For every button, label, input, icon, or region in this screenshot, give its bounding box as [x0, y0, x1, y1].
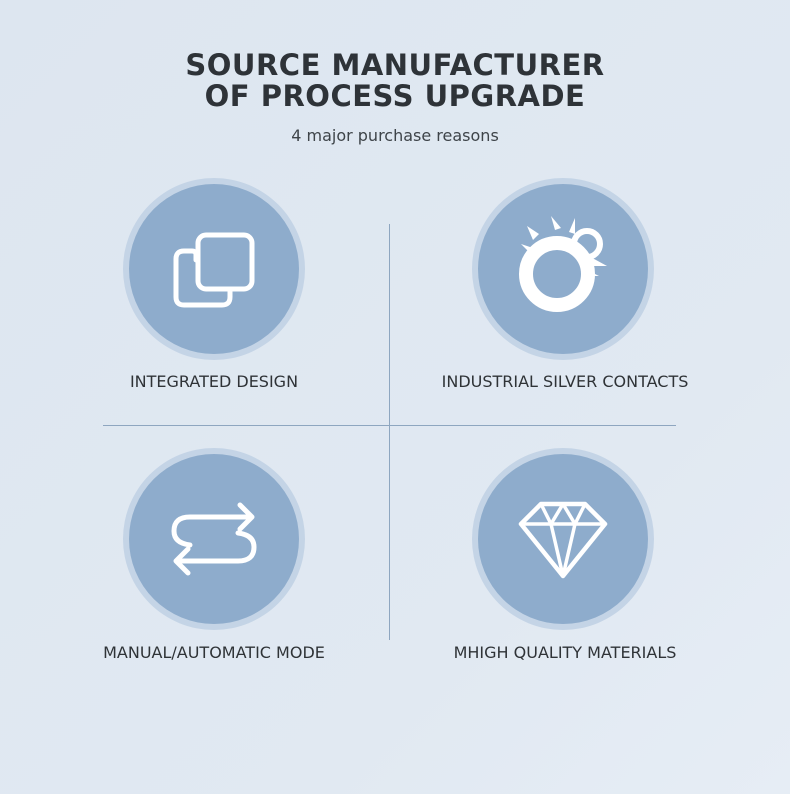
feature-label-integrated-design: INTEGRATED DESIGN	[129, 372, 299, 391]
diamond-icon	[518, 501, 608, 579]
page-subtitle: 4 major purchase reasons	[291, 126, 499, 145]
vertical-divider	[389, 224, 390, 640]
page-title: SOURCE MANUFACTURER OF PROCESS UPGRADE	[0, 50, 790, 112]
horizontal-divider	[103, 425, 676, 426]
feature-circle-integrated-design	[123, 178, 305, 360]
title-line-1: SOURCE MANUFACTURER	[185, 48, 605, 82]
title-line-2: OF PROCESS UPGRADE	[204, 79, 586, 113]
feature-label-quality-materials: MHIGH QUALITY MATERIALS	[453, 643, 677, 662]
feature-circle-quality-materials	[472, 448, 654, 630]
feature-label-manual-automatic: MANUAL/AUTOMATIC MODE	[103, 643, 325, 662]
feature-circle-silver-contacts	[472, 178, 654, 360]
ring-contact-icon	[519, 216, 607, 312]
loop-arrows-icon	[171, 502, 257, 576]
feature-circle-manual-automatic	[123, 448, 305, 630]
overlapping-squares-icon	[173, 232, 255, 308]
feature-label-silver-contacts: INDUSTRIAL SILVER CONTACTS	[441, 372, 689, 391]
